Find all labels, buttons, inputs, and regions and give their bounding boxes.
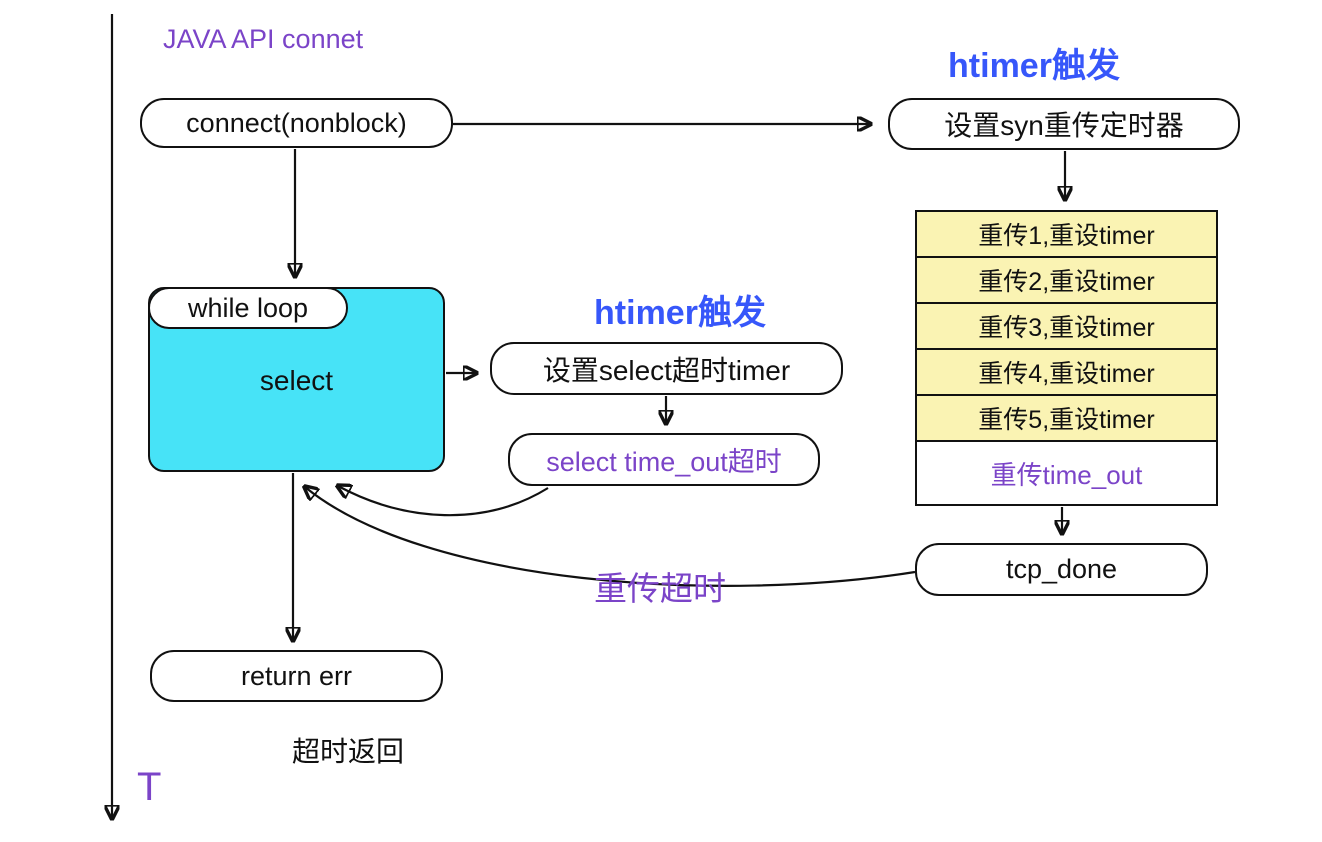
table-row-retrans-1: 重传1,重设timer <box>917 212 1216 258</box>
node-select-timeout: select time_out超时 <box>508 433 820 486</box>
htimer-trigger-title-top: htimer触发 <box>948 47 1120 85</box>
node-tcp-done: tcp_done <box>915 543 1208 596</box>
while-loop-label: while loop <box>187 292 309 323</box>
node-return-err: return err <box>150 650 443 702</box>
select-label: select <box>259 365 334 396</box>
node-tcp-done-label: tcp_done <box>1005 554 1118 584</box>
table-row-retrans-3: 重传3,重设timer <box>917 304 1216 350</box>
node-connect-label: connect(nonblock) <box>186 107 407 138</box>
retransmit-table: 重传1,重设timer 重传2,重设timer 重传3,重设timer 重传4,… <box>915 210 1218 506</box>
table-row-retrans-2: 重传2,重设timer <box>917 258 1216 304</box>
htimer-trigger-title-mid: htimer触发 <box>594 294 766 332</box>
curve-select-timeout-back-to-loop <box>338 486 549 517</box>
time-axis-t-label: T <box>137 765 162 809</box>
while-loop-tag: while loop <box>148 287 348 329</box>
node-set-syn-retrans-timer: 设置syn重传定时器 <box>888 98 1240 150</box>
node-while-loop-container: while loop select <box>148 287 445 472</box>
curve-tcp-done-back-to-loop <box>305 487 916 587</box>
node-connect-nonblock: connect(nonblock) <box>140 98 453 148</box>
table-row-retrans-5: 重传5,重设timer <box>917 396 1216 442</box>
node-syn-timer-label: 设置syn重传定时器 <box>944 110 1184 141</box>
table-row-retrans-timeout: 重传time_out <box>917 442 1216 504</box>
retrans-timeout-edge-label: 重传超时 <box>594 570 726 607</box>
node-select-timeout-label: select time_out超时 <box>546 447 782 477</box>
table-row-retrans-4: 重传4,重设timer <box>917 350 1216 396</box>
node-return-err-label: return err <box>240 660 353 691</box>
node-set-select-timer-label: 设置select超时timer <box>542 354 791 386</box>
timeout-return-caption: 超时返回 <box>291 736 404 767</box>
node-set-select-timeout-timer: 设置select超时timer <box>490 342 843 395</box>
axis-title: JAVA API connet <box>163 24 364 54</box>
